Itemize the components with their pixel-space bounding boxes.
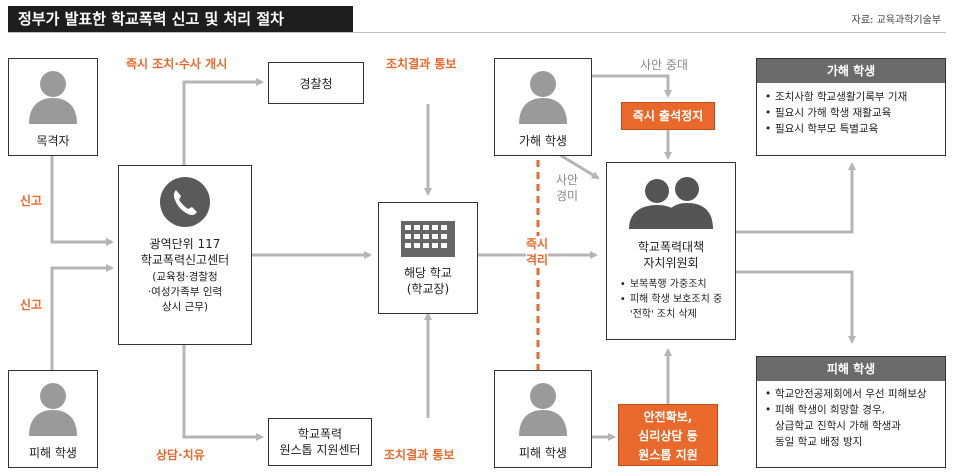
report-center-117: 광역단위 117 학교폭력신고센터 (교육청·경찰청 ·여성가족부 인력 상시 … — [118, 165, 252, 345]
center-sub-1: (교육청·경찰청 — [152, 271, 218, 283]
witness-label: 목격자 — [36, 134, 70, 148]
report-label-top: 신고 — [20, 194, 43, 208]
victim-left-label: 피해 학생 — [29, 446, 77, 460]
safety-label-3: 원스톱 지원 — [638, 448, 698, 462]
separate-label-1: 즉시 — [526, 237, 549, 251]
safety-label-2: 심리상담 등 — [638, 429, 698, 443]
center-sub-3: 상시 근무) — [161, 301, 209, 313]
committee-title-1: 학교폭력대책 — [637, 240, 705, 254]
victim-measure-item: 피해 학생이 희망할 경우, — [765, 402, 937, 418]
committee-items: 보복폭행 가중조치 피해 학생 보호조치 중 '전학' 조치 삭제 — [620, 277, 722, 322]
committee-item: 보복폭행 가중조치 — [620, 277, 722, 292]
police-label: 경찰청 — [299, 76, 333, 91]
offender-measure-item: 필요시 가해 학생 재활교육 — [765, 105, 937, 121]
victim-right-label: 피해 학생 — [519, 446, 567, 460]
separate-label: 즉시 격리 — [526, 236, 549, 268]
school-label-2: (학교장) — [406, 282, 450, 296]
immediate-action-label: 즉시 조치·수사 개시 — [126, 57, 228, 71]
arrow-victim-to-center — [50, 264, 114, 370]
police-node: 경찰청 — [268, 62, 364, 104]
center-title-2: 학교폭력신고센터 — [140, 253, 230, 267]
center-title-1: 광역단위 117 — [149, 237, 221, 251]
person-silhouette-icon — [29, 71, 77, 124]
result-label-bottom: 조치결과 통보 — [384, 448, 455, 462]
victim-panel-list: 학교안전공제회에서 우선 피해보상 피해 학생이 희망할 경우, 상급학교 진학… — [757, 381, 945, 455]
minor-label-1: 사안 — [556, 173, 579, 187]
minor-case-label: 사안 경미 — [556, 172, 578, 204]
suspend-box: 즉시 출석정지 — [621, 102, 715, 130]
onestop-label-1: 학교폭력 — [297, 427, 343, 441]
page-title: 정부가 발표한 학교폭력 신고 및 처리 절차 — [8, 6, 353, 32]
arrow-center-to-police — [182, 78, 264, 165]
school-node: 해당 학교 (학교장) — [378, 202, 478, 314]
telephone-icon — [160, 177, 210, 227]
offender-panel-title: 가해 학생 — [757, 59, 945, 83]
safety-support-box: 안전확보, 심리상담 등 원스톱 지원 — [618, 404, 718, 466]
offender-label: 가해 학생 — [519, 134, 567, 148]
offender-measure-item: 필요시 학부모 특별교육 — [765, 121, 937, 137]
victim-measure-item-continued: 동일 학교 배정 방지 — [775, 436, 863, 448]
source-note: 자료: 교육과학기술부 — [851, 15, 941, 26]
victim-panel-title: 피해 학생 — [757, 357, 945, 381]
committee-title-2: 자치위원회 — [643, 256, 699, 270]
arrow-center-to-onestop — [182, 345, 264, 441]
arrow-committee-to-victim-panel — [736, 270, 856, 344]
result-label-top: 조치결과 통보 — [386, 57, 457, 71]
report-label-bottom: 신고 — [20, 298, 43, 312]
minor-label-2: 경미 — [556, 189, 579, 203]
person-silhouette-icon — [519, 383, 567, 436]
witness-node: 목격자 — [8, 58, 98, 156]
arrow-committee-to-offender-panel — [736, 162, 856, 234]
safety-label-1: 안전확보, — [643, 410, 693, 424]
committee-item-continued: '전학' 조치 삭제 — [629, 309, 697, 320]
center-sub-2: ·여성가족부 인력 — [147, 286, 223, 298]
two-people-icon — [629, 177, 713, 229]
arrow-offender-serious — [592, 74, 672, 98]
arrow-witness-to-center — [50, 156, 114, 246]
offender-measure-item: 조치사항 학교생활기록부 기재 — [765, 89, 937, 105]
committee-item: 피해 학생 보호조치 중 — [620, 292, 722, 307]
separate-label-2: 격리 — [526, 253, 549, 267]
person-silhouette-icon — [29, 383, 77, 436]
offender-node: 가해 학생 — [494, 58, 592, 156]
offender-measures-panel: 가해 학생 조치사항 학교생활기록부 기재 필요시 가해 학생 재활교육 필요시… — [756, 58, 946, 156]
arrow-offender-minor — [559, 153, 600, 180]
committee-node: 학교폭력대책 자치위원회 보복폭행 가중조치 피해 학생 보호조치 중 '전학'… — [606, 162, 736, 340]
victim-left-node: 피해 학생 — [8, 370, 98, 468]
counsel-label: 상담·치유 — [156, 448, 205, 462]
victim-measure-item: 학교안전공제회에서 우선 피해보상 — [765, 386, 937, 402]
title-divider — [8, 32, 946, 33]
onestop-label-2: 원스톱 지원센터 — [279, 443, 361, 457]
offender-panel-list: 조치사항 학교생활기록부 기재 필요시 가해 학생 재활교육 필요시 학부모 특… — [757, 83, 945, 143]
victim-measures-panel: 피해 학생 학교안전공제회에서 우선 피해보상 피해 학생이 희망할 경우, 상… — [756, 356, 946, 468]
victim-right-node: 피해 학생 — [494, 370, 592, 468]
serious-case-label: 사안 중대 — [640, 58, 688, 72]
school-building-icon — [401, 221, 455, 257]
victim-measure-item-continued: 상급학교 진학시 가해 학생과 — [775, 420, 901, 432]
onestop-center-node: 학교폭력 원스톱 지원센터 — [268, 418, 372, 466]
school-label-1: 해당 학교 — [404, 266, 452, 280]
person-silhouette-icon — [519, 71, 567, 124]
